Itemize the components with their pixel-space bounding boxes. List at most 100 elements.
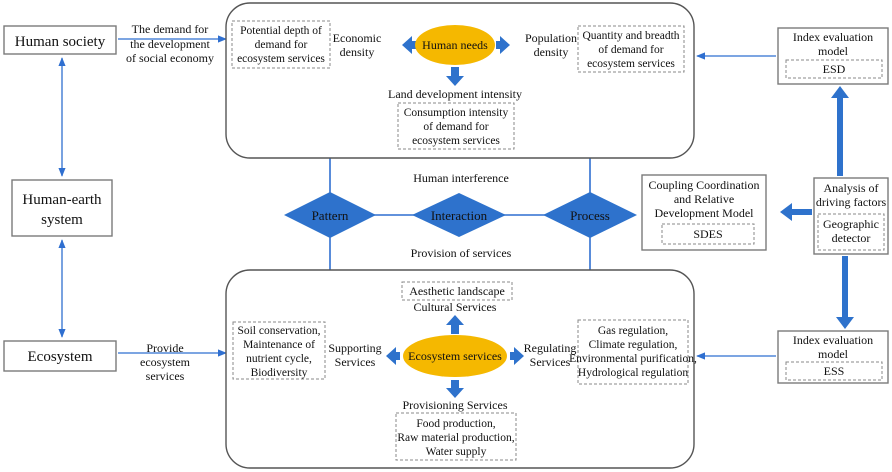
quantity-demand-label-3: ecosystem services (587, 58, 675, 70)
potential-demand-label-3: ecosystem services (237, 53, 325, 65)
index-model-esd-label-2: model (818, 44, 849, 58)
consumption-demand-box (397, 102, 515, 150)
down-fat-arrow (446, 67, 464, 86)
ecosystem-box (3, 340, 117, 372)
soil-label-3: nutrient cycle, (246, 353, 312, 365)
population-density-label-2: density (534, 45, 569, 59)
regulating-services-label-2: Services (530, 355, 571, 369)
interaction-label: Interaction (431, 208, 488, 223)
consumption-demand-label-3: ecosystem services (412, 135, 500, 147)
aesthetic-box (401, 281, 513, 301)
down-fat-arrow-2 (446, 380, 464, 398)
consumption-demand-label-1: Consumption intensity (404, 107, 509, 119)
economic-density-label-1: Economic (333, 31, 382, 45)
interaction-diamonds: Human interference Pattern Interaction P… (284, 171, 637, 260)
analysis-up-arrow (831, 86, 849, 176)
gas-label-4: Hydrological regulation (578, 367, 688, 379)
aesthetic-label: Aesthetic landscape (409, 284, 505, 298)
soil-label-4: Biodiversity (251, 367, 308, 379)
pattern-diamond (284, 192, 376, 238)
food-box (395, 412, 517, 461)
potential-demand-box (231, 20, 331, 69)
esd-box (785, 59, 883, 79)
ecosystem-label: Ecosystem (28, 349, 93, 365)
provisioning-services-label: Provisioning Services (403, 398, 508, 412)
human-needs-label: Human needs (422, 38, 488, 52)
sdes-label: SDES (693, 227, 722, 241)
gas-regulation-box (577, 319, 689, 385)
potential-demand-label-2: demand for (255, 39, 308, 51)
quantity-demand-label-2: of demand for (598, 44, 663, 56)
human-interference-label: Human interference (413, 171, 509, 185)
gas-label-1: Gas regulation, (598, 325, 668, 337)
gas-label-2: Climate regulation, (589, 339, 678, 351)
ess-box (785, 361, 883, 381)
geo-detector-label-1: Geographic (823, 217, 879, 231)
human-earth-label-1: Human-earth (22, 192, 102, 208)
economic-density-label-2: density (340, 45, 375, 59)
interaction-diamond (412, 193, 506, 237)
food-label-3: Water supply (426, 446, 487, 458)
esd-label: ESD (823, 62, 846, 76)
cultural-services-label: Cultural Services (414, 300, 497, 314)
human-needs-panel: Potential depth of demand for ecosystem … (225, 2, 695, 159)
coupling-label-1: Coupling Coordination (649, 178, 760, 192)
soil-box (232, 321, 326, 380)
population-density-label-1: Population (525, 31, 577, 45)
right-column: Index evaluation model ESD Coupling Coor… (641, 27, 889, 384)
left-fat-arrow (402, 36, 416, 54)
consumption-demand-label-2: of demand for (423, 121, 488, 133)
demand-label-2: the development (130, 37, 210, 51)
sdes-box (661, 223, 755, 245)
potential-demand-label-1: Potential depth of (240, 25, 322, 37)
analysis-label-2: driving factors (816, 195, 887, 209)
index-model-esd-label-1: Index evaluation (793, 30, 873, 44)
index-model-ess-label-1: Index evaluation (793, 333, 873, 347)
soil-label-1: Soil conservation, (237, 325, 320, 337)
ecosystem-services-panel: Aesthetic landscape Cultural Services So… (225, 269, 697, 469)
up-fat-arrow (446, 315, 464, 334)
coupling-label-3: Development Model (655, 206, 755, 220)
analysis-label-1: Analysis of (824, 181, 879, 195)
provide-label-2: ecosystem (140, 355, 191, 369)
food-label-1: Food production, (416, 418, 495, 430)
process-label: Process (570, 208, 610, 223)
human-society-label: Human society (15, 34, 106, 50)
right-fat-arrow (496, 36, 510, 54)
supporting-services-label-2: Services (335, 355, 376, 369)
provide-label-1: Provide (146, 341, 183, 355)
pattern-label: Pattern (312, 208, 349, 223)
left-column: Human society Human-earth system Ecosyst… (3, 22, 227, 383)
right-fat-arrow-2 (510, 347, 524, 365)
human-earth-label-2: system (41, 212, 83, 228)
index-model-ess-label-2: model (818, 347, 849, 361)
quantity-demand-label-1: Quantity and breadth (582, 30, 679, 42)
ecosystem-services-ellipse (403, 335, 507, 377)
human-society-box (3, 25, 117, 55)
soil-label-2: Maintenance of (243, 339, 315, 351)
food-label-2: Raw material production, (397, 432, 514, 444)
gas-label-3: Environmental purification, (569, 353, 697, 365)
demand-label-1: The demand for (132, 22, 209, 36)
provide-label-3: services (146, 369, 185, 383)
human-needs-ellipse (415, 25, 495, 65)
analysis-down-arrow (836, 256, 854, 329)
human-earth-box (11, 179, 113, 237)
coupling-label-2: and Relative (674, 192, 734, 206)
analysis-left-arrow (780, 203, 812, 221)
quantity-demand-box (577, 25, 685, 73)
process-diamond (543, 192, 637, 238)
left-fat-arrow-2 (386, 347, 400, 365)
ecosystem-services-center-label: Ecosystem services (408, 349, 502, 363)
land-development-label: Land development intensity (388, 87, 522, 101)
regulating-services-label-1: Regulating (524, 341, 577, 355)
geo-detector-label-2: detector (832, 231, 871, 245)
geo-detector-box (817, 213, 885, 251)
panel-connectors (329, 158, 591, 270)
human-needs-frame (225, 2, 695, 159)
demand-label-3: of social economy (126, 51, 214, 65)
provision-label: Provision of services (411, 246, 512, 260)
supporting-services-label-1: Supporting (328, 341, 381, 355)
ess-label: ESS (824, 364, 845, 378)
